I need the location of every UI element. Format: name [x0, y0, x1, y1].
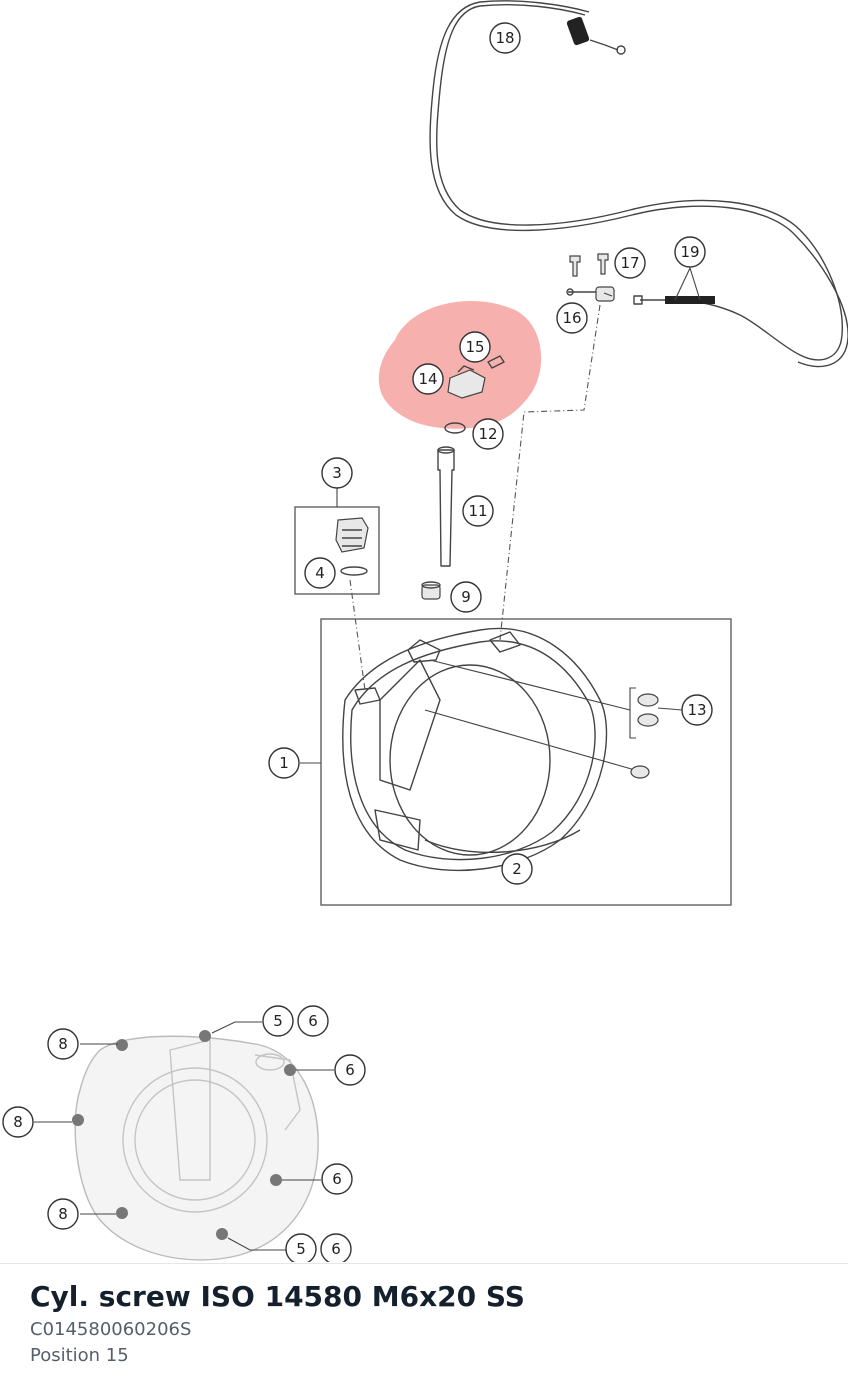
svg-text:15: 15 [465, 338, 484, 356]
callout-5-bottom[interactable]: 5 [285, 1233, 317, 1262]
callout-6-top[interactable]: 6 [297, 1005, 329, 1037]
part-name: Cyl. screw ISO 14580 M6x20 SS [30, 1280, 525, 1313]
callout-6-right[interactable]: 6 [334, 1054, 366, 1086]
callout-1[interactable]: 1 [268, 747, 300, 779]
callout-14[interactable]: 14 [412, 363, 444, 395]
callout-8-left[interactable]: 8 [2, 1106, 34, 1138]
svg-text:5: 5 [273, 1012, 283, 1030]
callout-12[interactable]: 12 [472, 418, 504, 450]
gasket-2-part [424, 829, 581, 853]
svg-text:6: 6 [345, 1061, 355, 1079]
svg-text:9: 9 [461, 588, 471, 606]
callout-16[interactable]: 16 [556, 302, 588, 334]
clutch-cover-1-part [342, 627, 636, 872]
washer-12-part [444, 422, 466, 434]
svg-text:8: 8 [58, 1035, 68, 1053]
svg-text:4: 4 [315, 564, 325, 582]
callout-6-bottom[interactable]: 6 [320, 1233, 352, 1262]
svg-text:1: 1 [279, 754, 289, 772]
part-info-panel: Cyl. screw ISO 14580 M6x20 SS C014580060… [0, 1263, 848, 1391]
svg-text:6: 6 [331, 1240, 341, 1258]
shaft-11-part [437, 446, 455, 567]
svg-text:19: 19 [680, 243, 699, 261]
callout-9[interactable]: 9 [450, 581, 482, 613]
callout-18[interactable]: 18 [489, 22, 521, 54]
svg-text:11: 11 [468, 502, 487, 520]
callout-15-selected[interactable]: 15 [459, 331, 491, 363]
oring-4-part [340, 566, 368, 576]
part-position: Position 15 [30, 1345, 129, 1366]
callout-8-bottom[interactable]: 8 [47, 1198, 79, 1230]
svg-text:13: 13 [687, 701, 706, 719]
bushings-13-part [629, 687, 683, 779]
callout-19[interactable]: 19 [674, 236, 706, 268]
highlighted-part-region[interactable] [378, 301, 542, 429]
svg-text:8: 8 [58, 1205, 68, 1223]
callout-4[interactable]: 4 [304, 557, 336, 589]
svg-text:6: 6 [308, 1012, 318, 1030]
callout-3[interactable]: 3 [321, 457, 353, 489]
svg-text:3: 3 [332, 464, 342, 482]
cover-detail-view [34, 1021, 334, 1261]
callout-6-middle[interactable]: 6 [321, 1163, 353, 1195]
svg-text:12: 12 [478, 425, 497, 443]
part-code: C014580060206S [30, 1319, 192, 1340]
svg-text:6: 6 [332, 1170, 342, 1188]
throttle-cable-part [429, 0, 848, 368]
svg-text:5: 5 [296, 1240, 306, 1258]
callout-11[interactable]: 11 [462, 495, 494, 527]
svg-text:17: 17 [620, 254, 639, 272]
screw-15-part [487, 355, 505, 369]
callout-5-top[interactable]: 5 [262, 1005, 294, 1037]
callout-8-top[interactable]: 8 [47, 1028, 79, 1060]
exploded-parts-diagram: 18 17 19 16 15 14 12 3 11 4 9 13 1 2 8 5… [2, 0, 848, 1262]
svg-text:8: 8 [13, 1113, 23, 1131]
screws-17-part [569, 253, 609, 277]
svg-text:16: 16 [562, 309, 581, 327]
adapter-16-part [566, 286, 615, 302]
callout-2[interactable]: 2 [501, 853, 533, 885]
callout-17[interactable]: 17 [614, 247, 646, 279]
sensor-14-part [447, 365, 486, 399]
seal-9-part [421, 581, 441, 600]
svg-text:14: 14 [418, 370, 437, 388]
svg-text:2: 2 [512, 860, 522, 878]
plug-3-part [335, 517, 369, 553]
callout-13[interactable]: 13 [681, 694, 713, 726]
svg-text:18: 18 [495, 29, 514, 47]
